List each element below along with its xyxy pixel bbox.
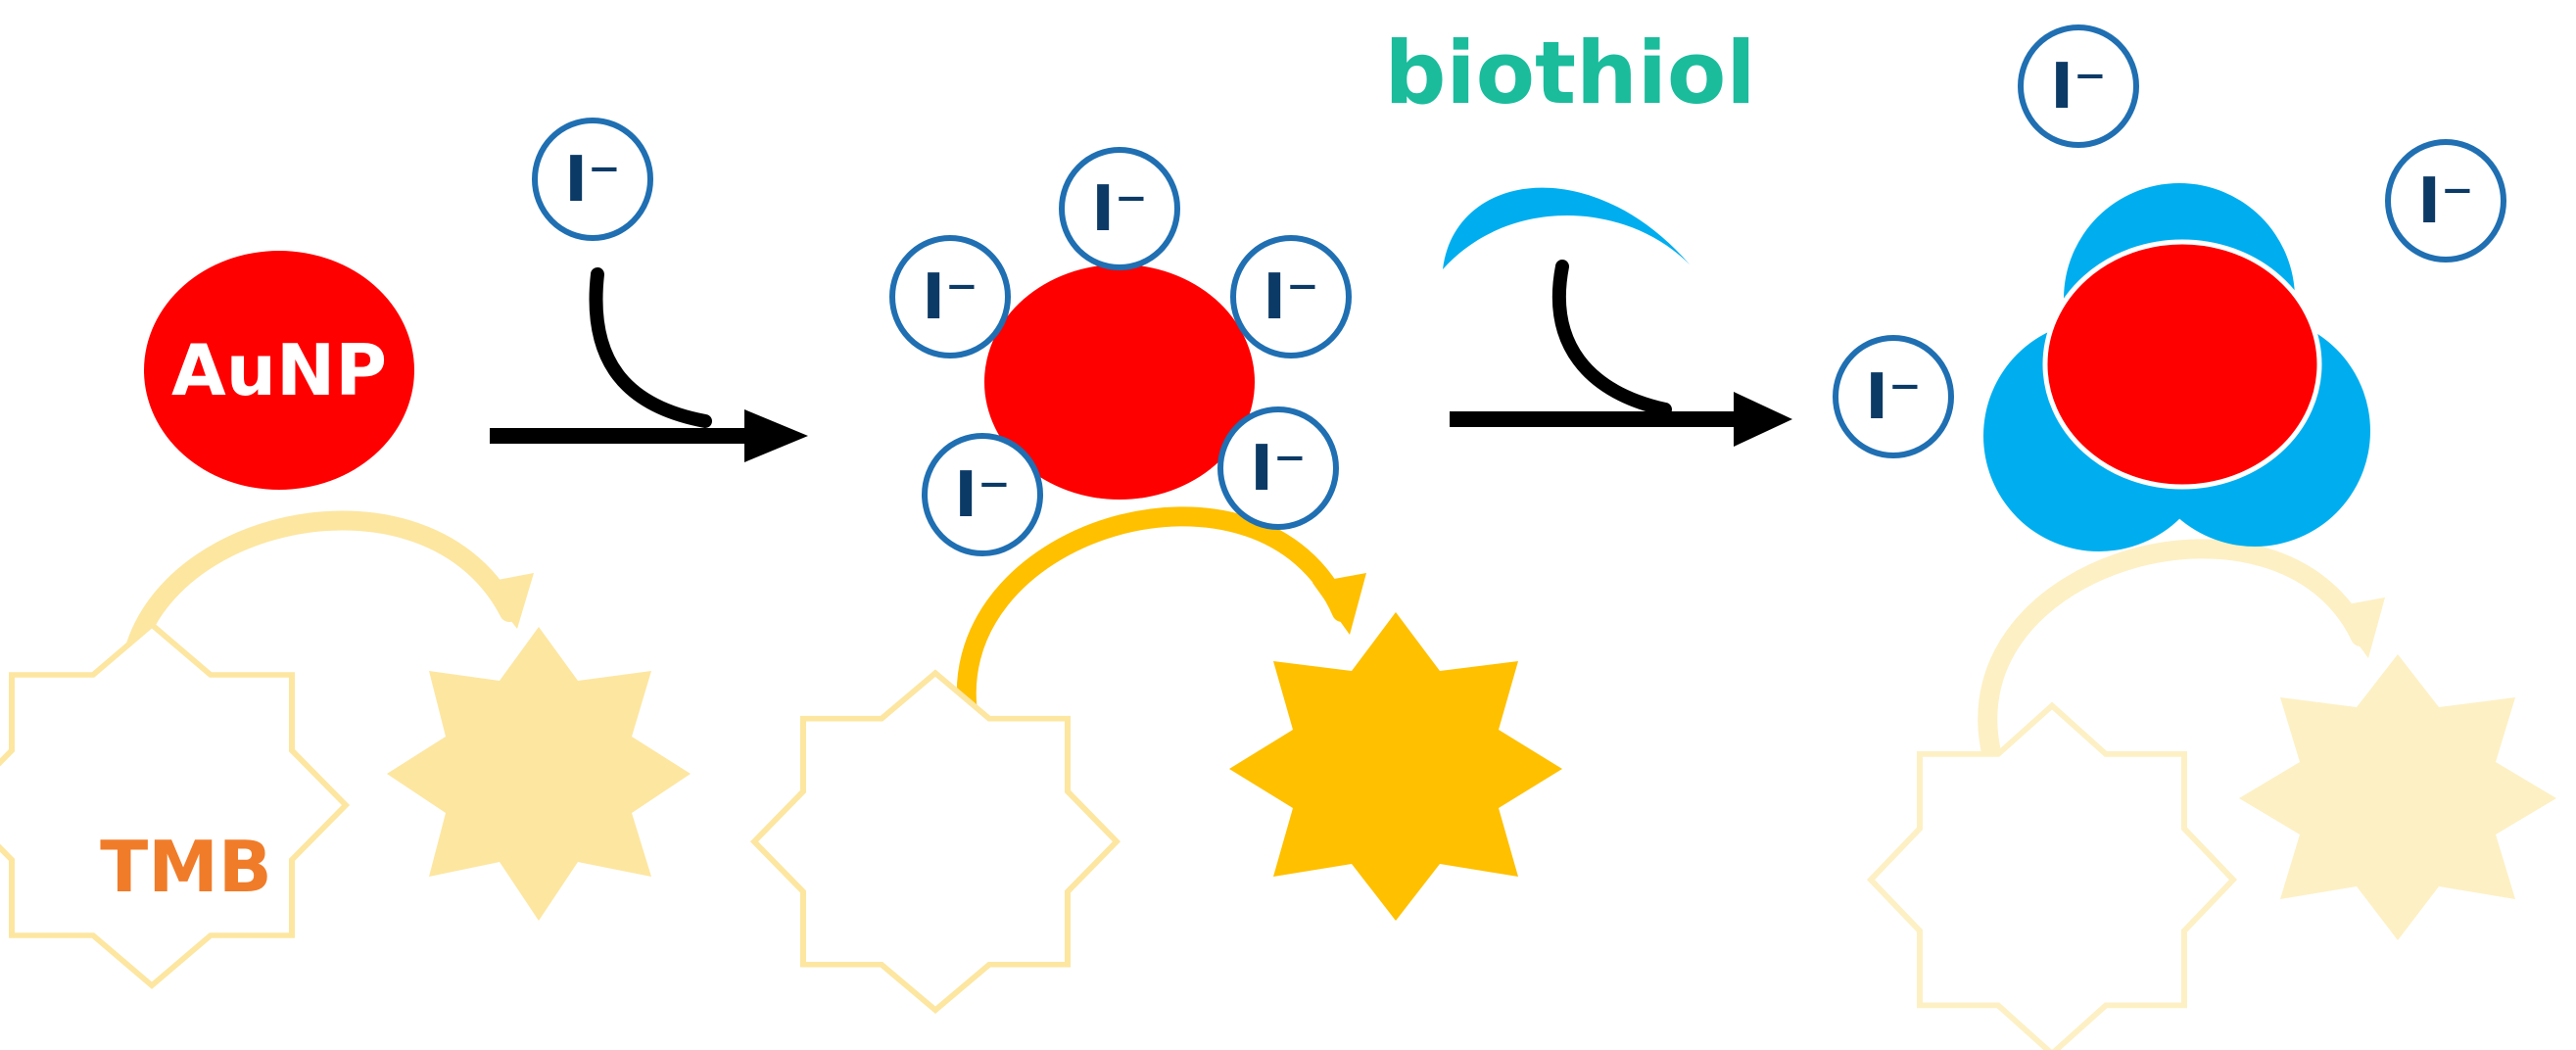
free-iodide-1: I⁻ bbox=[2021, 27, 2136, 145]
free-iodide-2: I⁻ bbox=[2388, 142, 2504, 260]
oxidized-star-gold bbox=[1229, 612, 1562, 921]
catalysis-arrow-pale-3 bbox=[1978, 539, 2370, 762]
svg-text:I⁻: I⁻ bbox=[1250, 433, 1307, 505]
adsorbed-iodide-3: I⁻ bbox=[1233, 238, 1349, 356]
svg-text:I⁻: I⁻ bbox=[1263, 262, 1319, 334]
tmb-star-outline-3 bbox=[1866, 701, 2238, 1050]
tmb-label: TMB bbox=[100, 826, 272, 908]
aunp-particle-biothiol-bound bbox=[2042, 239, 2322, 490]
svg-text:I⁻: I⁻ bbox=[1865, 361, 1922, 434]
stage-1: AuNP TMB bbox=[0, 251, 691, 989]
oxidized-star-pale-1 bbox=[387, 627, 691, 921]
catalysis-arrowhead-pale-1 bbox=[482, 573, 534, 629]
catalysis-arrowhead-pale-3 bbox=[2331, 597, 2385, 658]
catalysis-arrow-gold bbox=[957, 506, 1352, 735]
iodide-ion-reagent: I⁻ bbox=[535, 120, 650, 238]
svg-text:I⁻: I⁻ bbox=[954, 459, 1011, 532]
adsorbed-iodide-1: I⁻ bbox=[1062, 150, 1177, 267]
catalysis-arrowhead-gold bbox=[1312, 573, 1366, 635]
adsorbed-iodide-4: I⁻ bbox=[925, 436, 1040, 553]
stage-2 bbox=[749, 264, 1562, 1015]
aunp-particle-iodide-coated bbox=[984, 264, 1255, 500]
stage-3 bbox=[1866, 183, 2556, 1050]
iodide-label: I⁻ bbox=[564, 144, 621, 216]
reaction-arrow-1 bbox=[490, 267, 808, 462]
biothiol-label: biothiol bbox=[1384, 23, 1755, 123]
adsorbed-iodide-2: I⁻ bbox=[892, 238, 1008, 356]
biothiol-crescent bbox=[1443, 187, 1690, 269]
oxidized-star-pale-3 bbox=[2239, 654, 2556, 940]
tmb-star-outline bbox=[0, 621, 351, 989]
aunp-particle bbox=[144, 251, 414, 490]
reaction-arrow-2 bbox=[1450, 260, 1792, 447]
free-iodide-3: I⁻ bbox=[1836, 338, 1951, 455]
tmb-star-outline-2 bbox=[749, 669, 1121, 1015]
adsorbed-iodide-5: I⁻ bbox=[1220, 409, 1336, 527]
svg-text:I⁻: I⁻ bbox=[922, 262, 978, 334]
svg-text:I⁻: I⁻ bbox=[2050, 51, 2107, 123]
aunp-label: AuNP bbox=[171, 329, 387, 411]
svg-text:I⁻: I⁻ bbox=[1091, 173, 1148, 246]
svg-text:I⁻: I⁻ bbox=[2417, 166, 2474, 238]
